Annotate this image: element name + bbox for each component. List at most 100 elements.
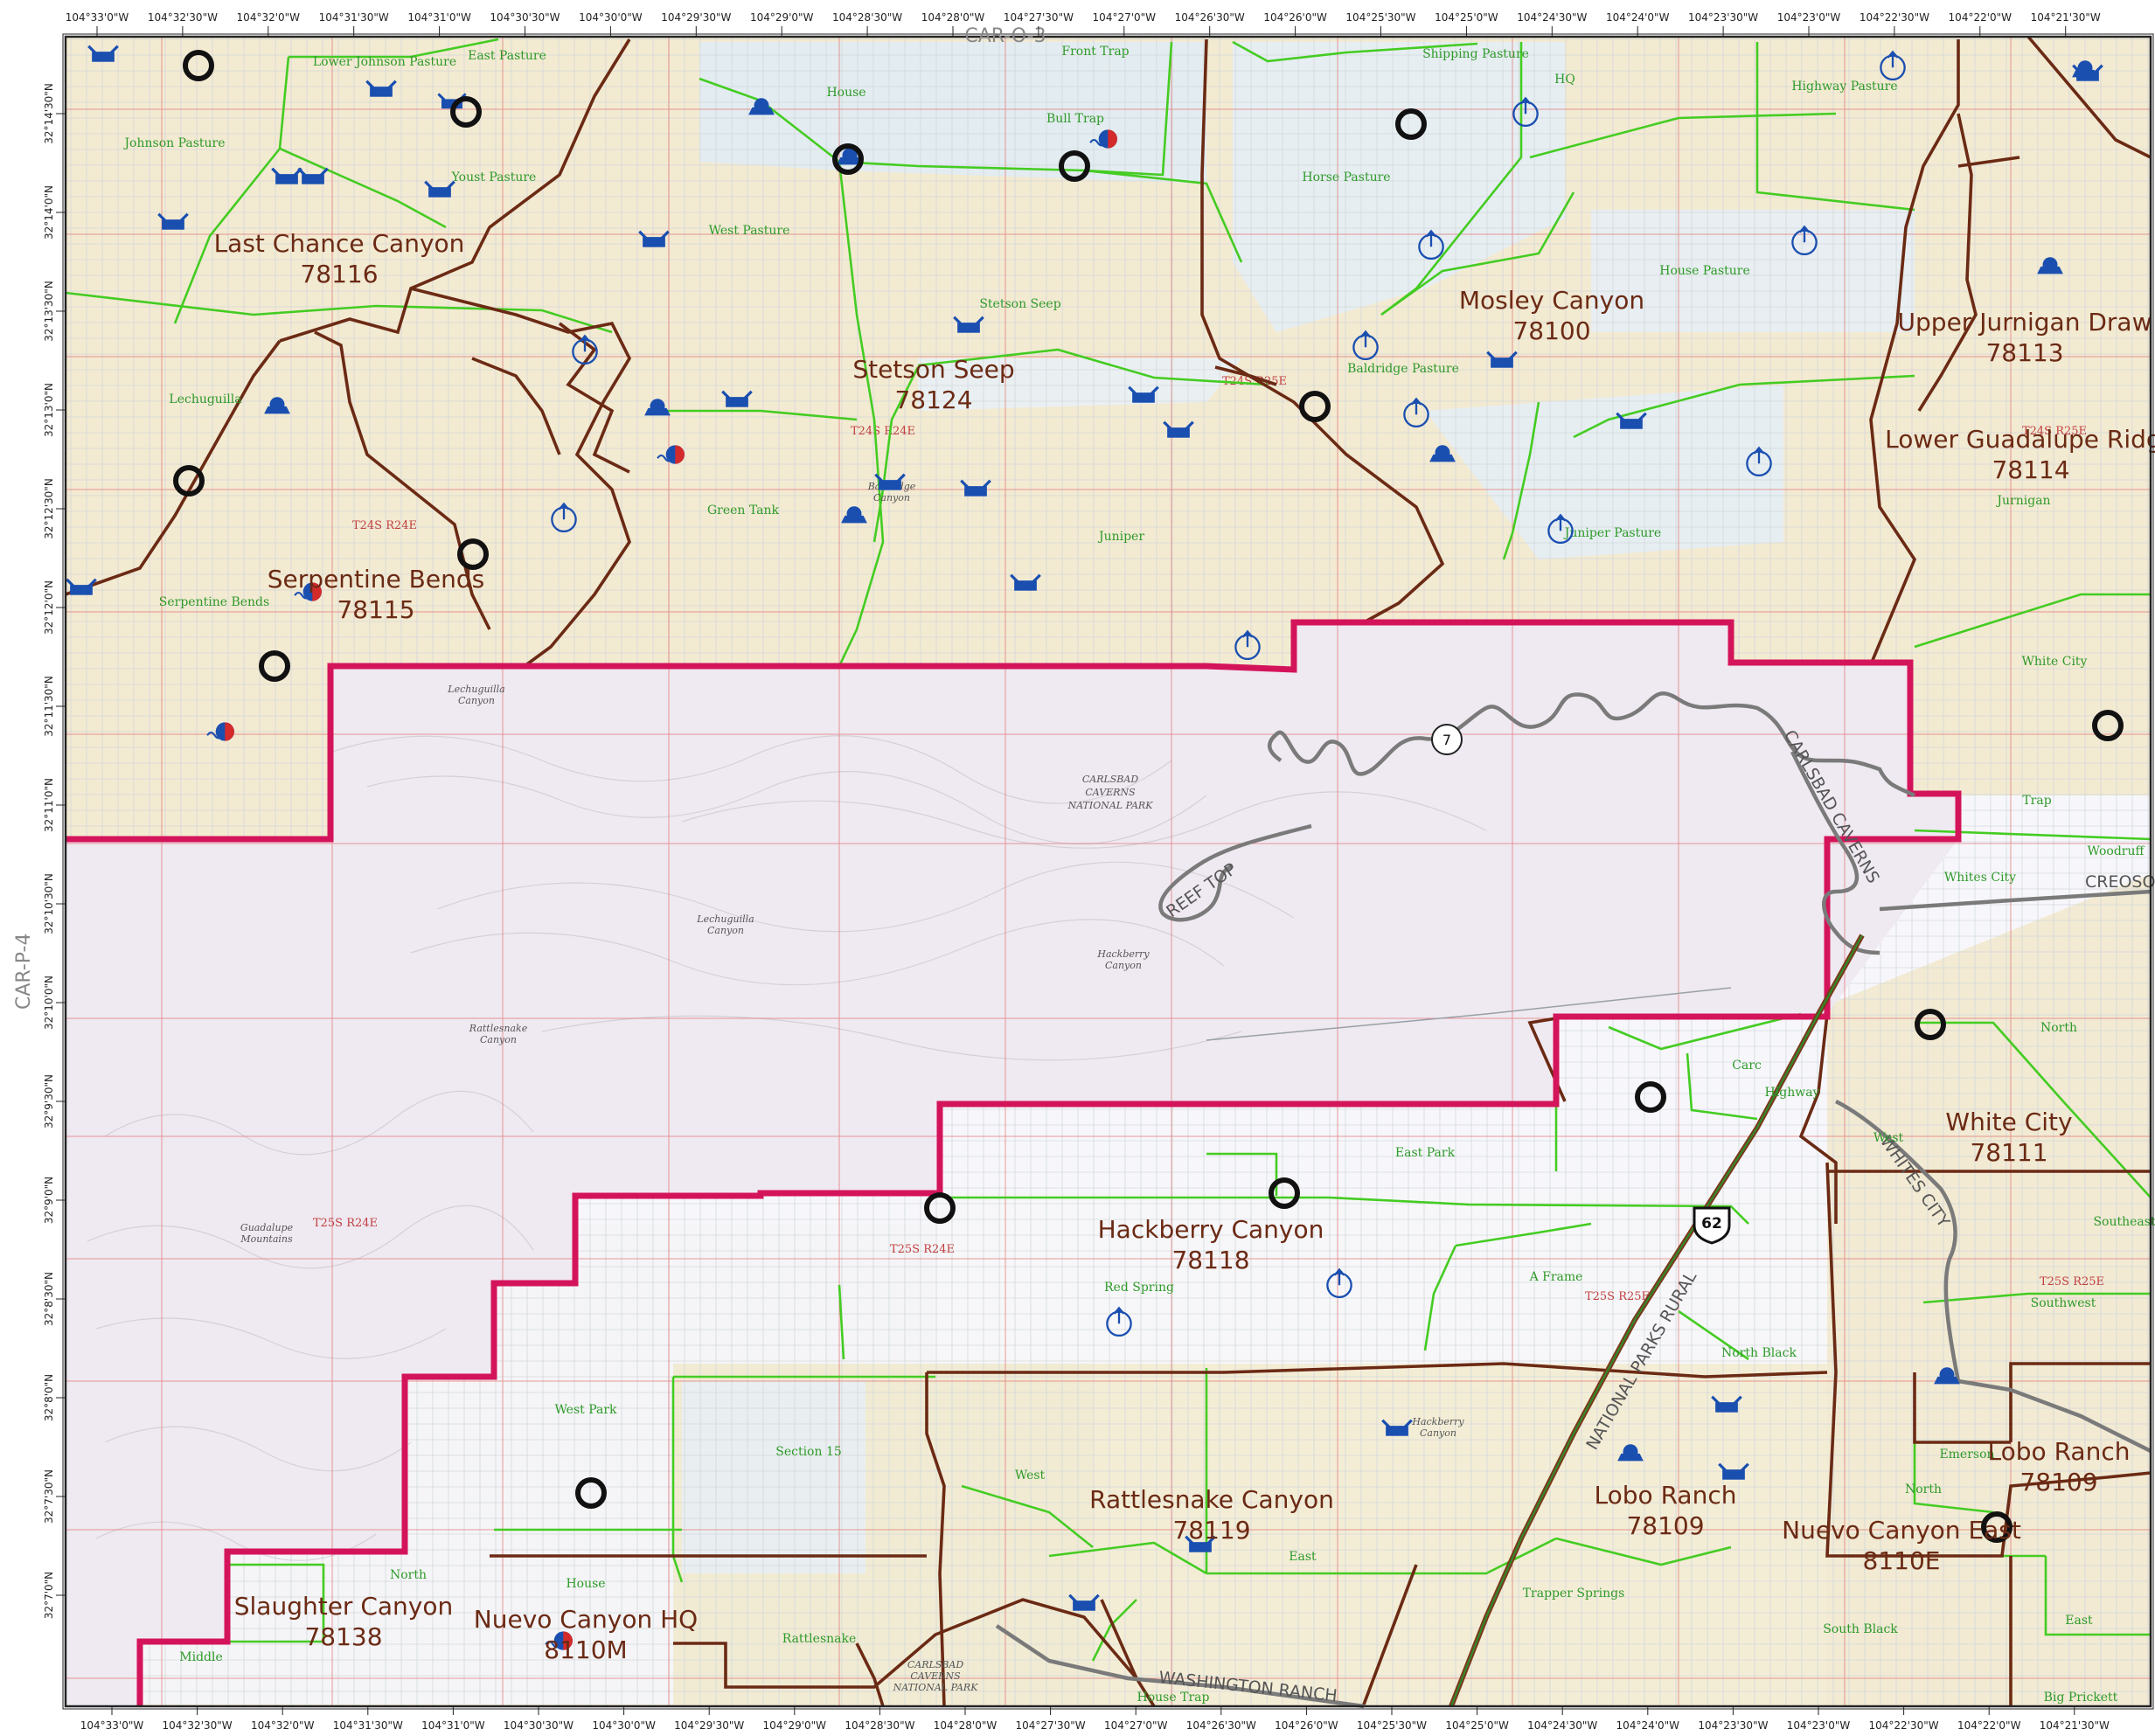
svg-text:Stetson Seep: Stetson Seep	[852, 355, 1014, 384]
pasture-label: Lower Johnson Pasture	[313, 55, 456, 69]
latitude-label: 32°14'0"N	[43, 185, 55, 240]
pasture-label: East Park	[1395, 1146, 1456, 1160]
latitude-label: 32°13'0"N	[43, 383, 55, 437]
svg-text:78109: 78109	[1626, 1511, 1704, 1540]
pasture-label: Stetson Seep	[979, 297, 1060, 311]
township-label: T25S R25E	[1585, 1290, 1650, 1303]
longitude-label: 104°27'30"W	[1004, 11, 1074, 24]
longitude-label: 104°29'30"W	[661, 11, 731, 24]
latitude-label: 32°9'30"N	[43, 1074, 55, 1128]
pasture-labels: Lower Johnson Pasture East Pasture Johns…	[122, 45, 2155, 1705]
pasture-label: House Trap	[1137, 1691, 1210, 1705]
latitude-label: 32°11'30"N	[43, 676, 55, 737]
pasture-label: East Pasture	[468, 49, 546, 63]
pasture-label: Lechuguilla	[169, 392, 241, 406]
svg-text:NATIONAL PARK: NATIONAL PARK	[893, 1682, 979, 1693]
pasture-label: Highway Pasture	[1791, 80, 1897, 94]
svg-text:8110E: 8110E	[1863, 1546, 1941, 1575]
latitude-label: 32°8'30"N	[43, 1272, 55, 1326]
pasture-label: West	[1015, 1469, 1046, 1483]
pasture-label: Serpentine Bends	[159, 595, 269, 609]
longitude-label: 104°22'0"W	[1957, 1719, 2021, 1732]
longitude-label: 104°30'0"W	[592, 1719, 656, 1732]
pasture-label: South Black	[1823, 1622, 1898, 1636]
longitude-label: 104°30'0"W	[579, 11, 643, 24]
longitude-label: 104°29'0"W	[750, 11, 814, 24]
latitude-label: 32°13'30"N	[43, 281, 55, 342]
township-label: T25S R25E	[2040, 1275, 2104, 1288]
longitude-label: 104°24'30"W	[1517, 11, 1587, 24]
township-label: T24S R24E	[851, 425, 915, 438]
svg-text:CARLSBAD: CARLSBAD	[1082, 774, 1139, 785]
svg-text:78118: 78118	[1171, 1246, 1249, 1274]
pasture-label: Shipping Pasture	[1422, 47, 1529, 61]
longitude-label: 104°24'0"W	[1616, 1719, 1680, 1732]
pasture-label: Red Spring	[1104, 1281, 1174, 1295]
svg-text:Last Chance Canyon: Last Chance Canyon	[214, 229, 465, 258]
township-labels: T24S R24E T24S R24E T24S R25E T24S R25E …	[313, 375, 2104, 1303]
svg-text:Rattlesnake: Rattlesnake	[469, 1023, 528, 1034]
longitude-label: 104°32'30"W	[163, 1719, 233, 1732]
latitude-label: 32°14'30"N	[43, 83, 55, 144]
longitude-label: 104°22'30"W	[1860, 11, 1929, 24]
longitude-label: 104°32'30"W	[148, 11, 218, 24]
svg-text:CAVERNS: CAVERNS	[1085, 787, 1136, 798]
pasture-label: Green Tank	[707, 503, 780, 517]
svg-text:78138: 78138	[304, 1622, 382, 1651]
longitude-label: 104°31'30"W	[333, 1719, 403, 1732]
svg-text:Lechuguilla: Lechuguilla	[447, 684, 504, 695]
svg-text:Canyon: Canyon	[873, 492, 910, 503]
longitude-label: 104°29'0"W	[763, 1719, 827, 1732]
longitude-label: 104°30'30"W	[504, 1719, 574, 1732]
longitude-label: 104°21'30"W	[2040, 1719, 2110, 1732]
longitude-label: 104°27'0"W	[1093, 11, 1157, 24]
svg-text:Canyon: Canyon	[1105, 960, 1142, 971]
svg-text:78111: 78111	[1970, 1138, 2047, 1167]
pasture-label: North	[390, 1568, 427, 1582]
longitude-label: 104°23'30"W	[1698, 1719, 1768, 1732]
svg-text:Nuevo Canyon HQ: Nuevo Canyon HQ	[474, 1605, 698, 1634]
pasture-label: Bull Trap	[1046, 112, 1104, 126]
pasture-label: House	[826, 86, 865, 100]
longitude-label: 104°25'30"W	[1345, 11, 1415, 24]
svg-text:Hackberry: Hackberry	[1096, 948, 1150, 960]
latitude-label: 32°8'0"N	[43, 1374, 55, 1421]
roads	[995, 691, 2152, 1709]
longitude-label: 104°33'0"W	[66, 11, 129, 24]
svg-text:62: 62	[1701, 1215, 1722, 1233]
longitude-label: 104°28'0"W	[934, 1719, 998, 1732]
svg-text:78113: 78113	[1985, 338, 2063, 367]
pasture-label: West Pasture	[709, 224, 790, 238]
svg-text:Lobo Ranch: Lobo Ranch	[1988, 1437, 2131, 1466]
carlsbad-caverns-highway	[1790, 750, 1880, 955]
longitude-label: 104°22'30"W	[1869, 1719, 1939, 1732]
pasture-label: Section 15	[775, 1445, 842, 1459]
svg-text:Upper Jurnigan Draw: Upper Jurnigan Draw	[1898, 308, 2152, 337]
pasture-label: Big Prickett	[2044, 1691, 2118, 1705]
longitude-label: 104°30'30"W	[490, 11, 560, 24]
longitude-label: 104°33'0"W	[80, 1719, 144, 1732]
longitude-label: 104°31'0"W	[407, 11, 471, 24]
svg-text:CAVERNS: CAVERNS	[910, 1670, 961, 1682]
pasture-label: Horse Pasture	[1302, 170, 1390, 184]
washington-ranch-road	[995, 1624, 1365, 1709]
svg-text:Serpentine Bends: Serpentine Bends	[268, 565, 484, 594]
latitude-label: 32°12'30"N	[43, 478, 55, 539]
longitude-label: 104°27'30"W	[1016, 1719, 1086, 1732]
svg-text:78115: 78115	[337, 595, 414, 624]
svg-text:7: 7	[1442, 732, 1451, 748]
pasture-label: Juniper	[1097, 530, 1144, 544]
pasture-label: Juniper Pasture	[1563, 526, 1661, 540]
pasture-label: Baldridge Pasture	[1347, 362, 1459, 376]
